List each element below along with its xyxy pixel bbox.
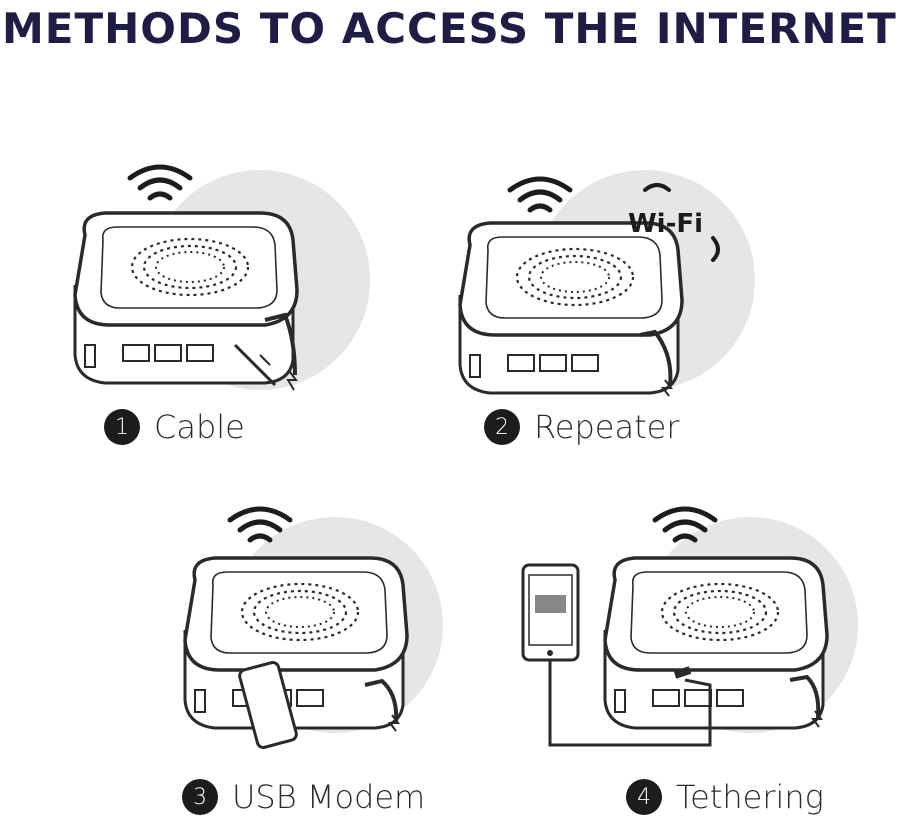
repeater-illustration: Wi-Fi: [458, 170, 755, 397]
power-icon: [811, 710, 823, 728]
power-icon: [388, 714, 400, 732]
step-badge: 4: [626, 779, 662, 815]
method-cable: 1 Cable: [104, 408, 245, 446]
method-label: Cable: [154, 408, 245, 446]
method-label: Repeater: [534, 408, 680, 446]
wifi-signal-icon: [510, 179, 570, 210]
method-usb-modem: 3 USB Modem: [182, 778, 425, 816]
page-title: METHODS TO ACCESS THE INTERNET: [2, 4, 897, 53]
step-badge: 2: [484, 409, 520, 445]
method-repeater: 2 Repeater: [484, 408, 679, 446]
smartphone-icon: [521, 563, 580, 662]
wifi-signal-icon: [130, 167, 190, 198]
wifi-logo: Wi-Fi: [628, 209, 703, 239]
cable-illustration: [73, 140, 370, 391]
method-label: Tethering: [676, 778, 824, 816]
usb-modem-icon: [238, 661, 298, 749]
step-badge: 3: [182, 779, 218, 815]
power-icon: [286, 371, 298, 391]
method-label: USB Modem: [232, 778, 426, 816]
usb-modem-illustration: [183, 485, 443, 749]
step-badge: 1: [104, 409, 140, 445]
method-tethering: 4 Tethering: [626, 778, 824, 816]
tethering-illustration: [521, 485, 858, 747]
power-icon: [661, 379, 673, 397]
